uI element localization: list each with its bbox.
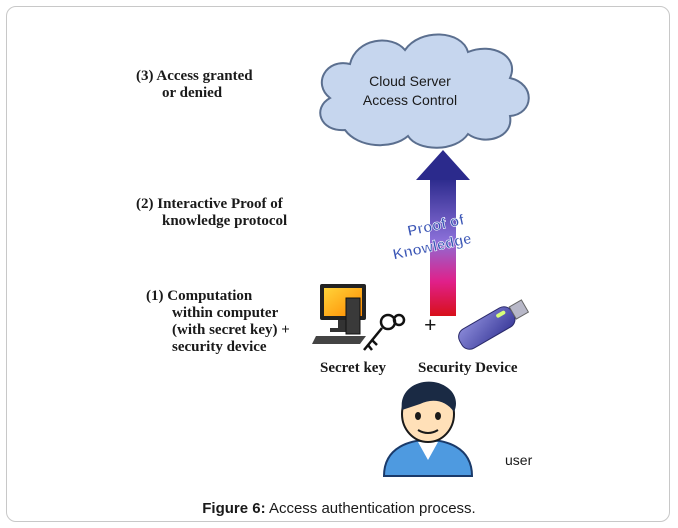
user-icon (382, 381, 474, 477)
plus-sign: + (424, 312, 437, 337)
step1-line4: security device (172, 339, 267, 355)
cloud-icon (319, 33, 530, 149)
secret-key-label: Secret key (320, 360, 386, 376)
computer-icon (312, 284, 366, 344)
user-label: user (505, 452, 533, 468)
step1-line1: (1) Computation (146, 288, 253, 304)
step3-line2: or denied (162, 85, 223, 101)
cloud-label-line2: Access Control (362, 92, 458, 108)
step3-line1: (3) Access granted (136, 68, 253, 84)
caption-bold: Figure 6: (202, 500, 266, 517)
cloud-label-line1: Cloud Server (369, 73, 451, 89)
step1-label: (1) Computation within computer (with se… (146, 288, 290, 356)
step2-line1: (2) Interactive Proof of (136, 196, 283, 212)
step1-line2: within computer (172, 305, 279, 321)
figure-caption: Figure 6: Access authentication process. (0, 500, 678, 517)
security-device-label: Security Device (418, 360, 518, 376)
step3-label: (3) Access granted or denied (136, 68, 253, 102)
step2-line2: knowledge protocol (162, 213, 288, 229)
proof-of-knowledge-arrow (416, 150, 470, 316)
step1-line3: (with secret key) + (172, 322, 290, 338)
cloud-label: Cloud Server Access Control (340, 72, 480, 110)
key-icon (363, 313, 406, 351)
caption-text: Access authentication process. (265, 500, 476, 517)
step2-label: (2) Interactive Proof of knowledge proto… (136, 196, 287, 230)
usb-device-icon (458, 299, 530, 350)
